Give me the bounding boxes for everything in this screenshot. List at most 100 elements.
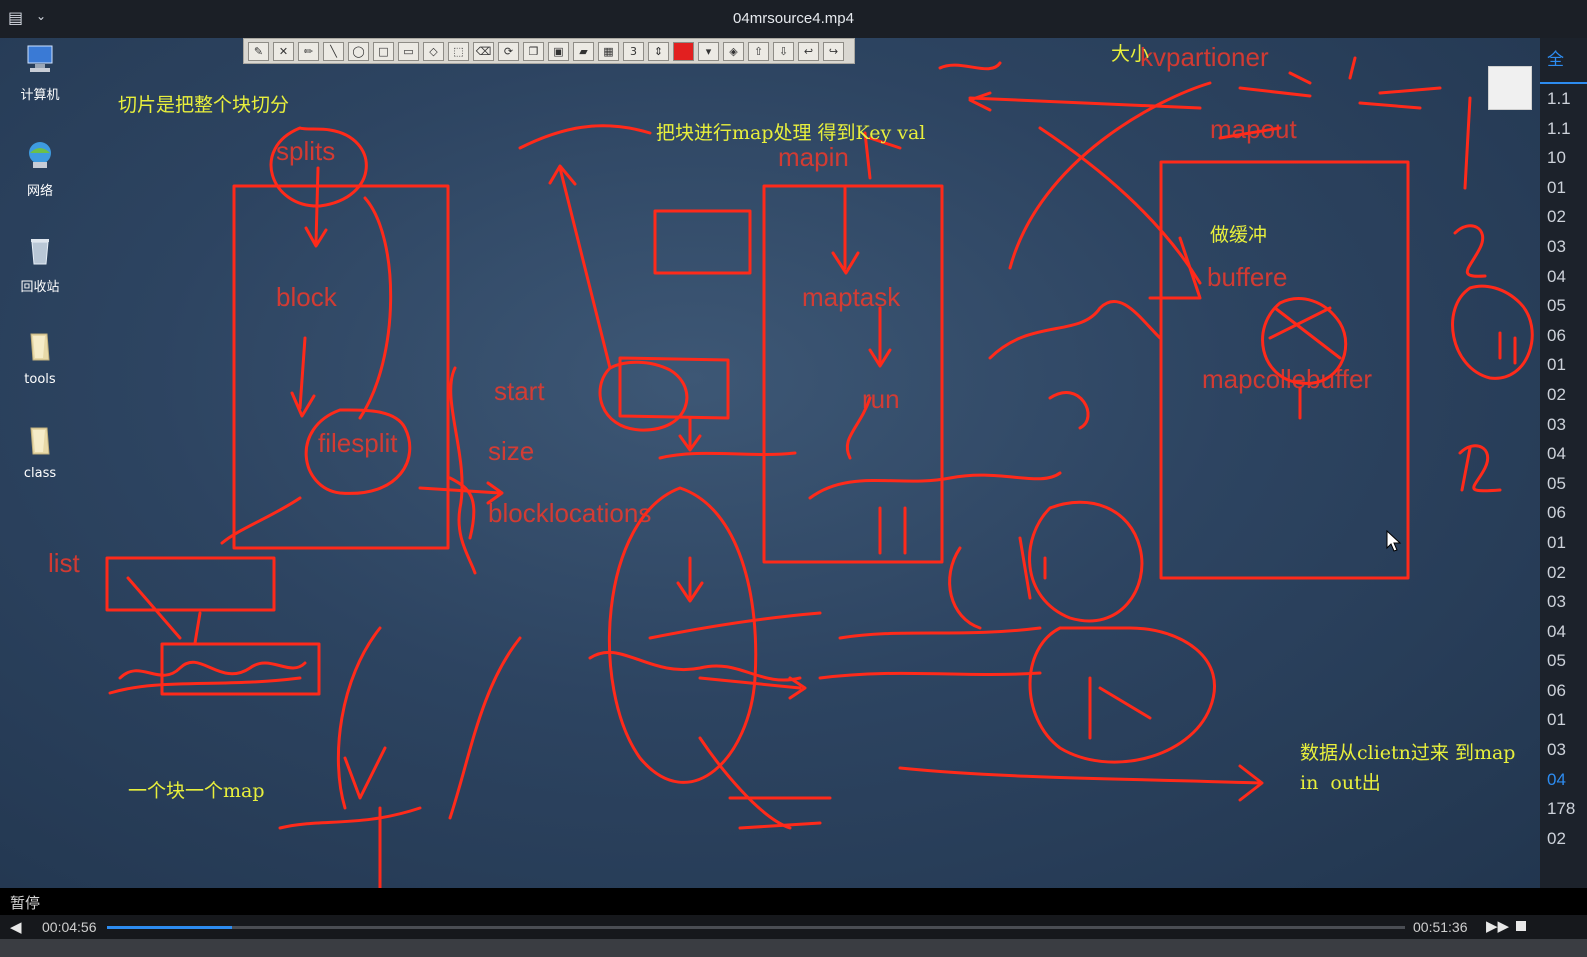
- stop-icon[interactable]: [1516, 921, 1526, 931]
- chart-icon[interactable]: ▦: [598, 41, 619, 61]
- playlist-item[interactable]: 04: [1547, 444, 1566, 464]
- pen-tool-icon[interactable]: ✎: [248, 41, 269, 61]
- desktop-icon-label: 计算机: [20, 88, 60, 103]
- playlist-item[interactable]: 02: [1547, 384, 1566, 404]
- playlist-item[interactable]: 01: [1547, 177, 1566, 197]
- playlist-item[interactable]: 03: [1547, 236, 1566, 256]
- next-icon[interactable]: ▶▶: [1486, 917, 1510, 935]
- width-icon[interactable]: 3: [623, 41, 644, 61]
- folder-icon: [30, 333, 50, 361]
- recycle-bin-icon: [31, 239, 49, 265]
- slide-label-splits: splits: [276, 136, 336, 166]
- slide-label-filesplit: filesplit: [318, 428, 398, 458]
- total-time: 00:51:36: [1413, 919, 1468, 935]
- bottom-strip: [0, 939, 1587, 957]
- progress-bar[interactable]: [107, 926, 1405, 929]
- arrow-up-icon[interactable]: ⇧: [748, 41, 769, 61]
- diamond-icon[interactable]: ◇: [423, 41, 444, 61]
- previous-icon[interactable]: ◀: [10, 918, 22, 936]
- slide-label-buffere: buffere: [1207, 262, 1288, 292]
- playlist-item[interactable]: 01: [1547, 532, 1566, 552]
- playlist-item[interactable]: 10: [1547, 148, 1566, 168]
- spinner-icon[interactable]: ⇕: [648, 41, 669, 61]
- playlist-item[interactable]: 04: [1547, 266, 1566, 286]
- playlist-item[interactable]: 06: [1547, 325, 1566, 345]
- close-tool-icon[interactable]: ✕: [273, 41, 294, 61]
- folder-icon: [30, 427, 50, 455]
- title-bar: ▤ ⌄ 04mrsource4.mp4: [0, 0, 1587, 38]
- desktop-icon-tools[interactable]: tools: [10, 330, 70, 387]
- layers-icon[interactable]: ◈: [723, 41, 744, 61]
- annotation-map-process: 把块进行map处理 得到Key val: [656, 122, 926, 144]
- playlist-header[interactable]: 全: [1540, 38, 1587, 84]
- video-frame[interactable]: ✎ ✕ ✏ ╲ ◯ □ ▭ ◇ ⬚ ⌫ ⟳ ❐ ▣ ▰ ▦ 3 ⇕ ▾ ◈ ⇧ …: [0, 38, 1540, 888]
- dashed-rect-icon[interactable]: ⬚: [448, 41, 469, 61]
- open-icon[interactable]: ▰: [573, 41, 594, 61]
- layout-menu-icon[interactable]: ▤: [8, 8, 24, 27]
- desktop-icon-label: 网络: [26, 184, 53, 199]
- playlist-item[interactable]: 01: [1547, 710, 1566, 730]
- playback-controls: ◀ 00:04:56 00:51:36 ▶▶: [0, 915, 1587, 939]
- annotation-partitioner: 分区器 key相同在一个分区 ==reduceTask的 大小: [1111, 43, 1150, 65]
- status-bar: 暂停: [0, 888, 1587, 915]
- white-square: [1488, 66, 1532, 110]
- rectangle-icon[interactable]: □: [373, 41, 394, 61]
- playlist-item[interactable]: 05: [1547, 473, 1566, 493]
- dropdown-icon[interactable]: ▾: [698, 41, 719, 61]
- pencil-icon[interactable]: ✏: [298, 41, 319, 61]
- slide-label-maptask: maptask: [802, 282, 901, 312]
- playlist-panel: 全 1.1 1.1 10 01 02 03 04 05 06 01 02 03 04 05 06 01 02 03…: [1540, 38, 1587, 888]
- playlist-item[interactable]: 06: [1547, 680, 1566, 700]
- annotation-one-map: 一个块一个map: [128, 780, 265, 802]
- playlist-item[interactable]: 06: [1547, 503, 1566, 523]
- desktop-icon-class[interactable]: class: [10, 424, 70, 481]
- playlist-item[interactable]: 02: [1547, 828, 1566, 848]
- ink-annotations: [105, 56, 1534, 888]
- rounded-rect-icon[interactable]: ▭: [398, 41, 419, 61]
- network-icon: [29, 142, 51, 168]
- playlist-item[interactable]: 1.1: [1547, 89, 1571, 108]
- playlist-item[interactable]: 01: [1547, 355, 1566, 375]
- playlist-item[interactable]: 178: [1547, 799, 1576, 819]
- mouse-cursor-icon: [1386, 530, 1402, 552]
- playlist-item[interactable]: 02: [1547, 562, 1566, 582]
- slide-label-block: block: [276, 282, 337, 312]
- playlist-item[interactable]: 04: [1547, 769, 1566, 789]
- undo-icon[interactable]: ↩: [798, 41, 819, 61]
- refresh-icon[interactable]: ⟳: [498, 41, 519, 61]
- color-swatch-icon[interactable]: [673, 41, 694, 61]
- copy-icon[interactable]: ❐: [523, 41, 544, 61]
- annotation-buffer: 做缓冲: [1210, 224, 1268, 246]
- ellipse-icon[interactable]: ◯: [348, 41, 369, 61]
- playlist-list: 1.1 1.1 10 01 02 03 04 05 06 01 02 03 04 05 06 01 02 03 04…: [1540, 84, 1587, 853]
- line-icon[interactable]: ╲: [323, 41, 344, 61]
- annotation-data-flow: 数据从clietn过来 到map in out出: [1300, 742, 1516, 794]
- eraser-icon[interactable]: ⌫: [473, 41, 494, 61]
- desktop-icon-recycle-bin[interactable]: 回收站: [10, 234, 70, 295]
- playlist-item[interactable]: 05: [1547, 651, 1566, 671]
- playlist-item[interactable]: 05: [1547, 296, 1566, 316]
- desktop-icon-network[interactable]: 网络: [10, 138, 70, 199]
- playlist-item[interactable]: 03: [1547, 414, 1566, 434]
- current-time: 00:04:56: [42, 919, 97, 935]
- desktop-icon-label: class: [23, 466, 57, 481]
- desktop-icon-computer[interactable]: 计算机: [10, 42, 70, 103]
- playlist-item[interactable]: 03: [1547, 592, 1566, 612]
- playlist-item[interactable]: 1.1: [1547, 118, 1571, 138]
- arrow-down-icon[interactable]: ⇩: [773, 41, 794, 61]
- redo-icon[interactable]: ↪: [823, 41, 844, 61]
- slide-label-mapout: mapout: [1210, 114, 1297, 144]
- playlist-item[interactable]: 03: [1547, 740, 1566, 760]
- playlist-item[interactable]: 02: [1547, 207, 1566, 227]
- playlist-header-label: 全: [1547, 50, 1564, 69]
- chevron-down-icon[interactable]: ⌄: [36, 9, 47, 23]
- slide-label-blocklocations: blocklocations: [488, 498, 652, 528]
- save-icon[interactable]: ▣: [548, 41, 569, 61]
- playlist-item[interactable]: 04: [1547, 621, 1566, 641]
- desktop-icon-label: tools: [24, 372, 56, 387]
- slide-label-list: list: [48, 548, 80, 578]
- window-title: 04mrsource4.mp4: [733, 10, 854, 27]
- computer-icon: [27, 45, 53, 72]
- desktop-icon-label: 回收站: [20, 280, 60, 295]
- slide-label-size: size: [488, 436, 535, 466]
